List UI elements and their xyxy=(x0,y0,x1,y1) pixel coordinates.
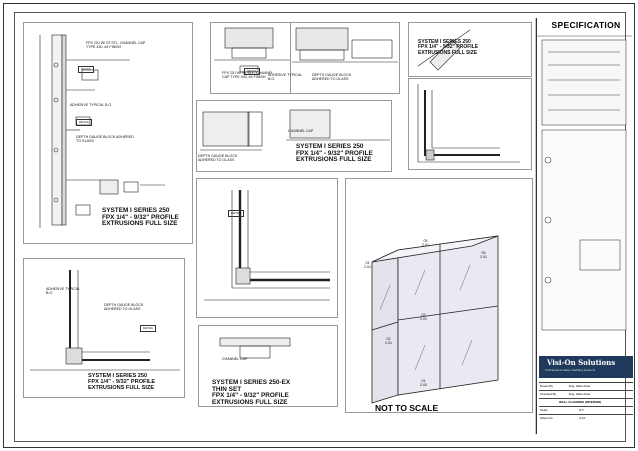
title-row-scale: Scale N.T. xyxy=(539,406,633,414)
note-10: DEPTH GAUGE BLOCK ADHERED TO GLASS xyxy=(104,303,144,311)
note-2: ADHESIVE TYPICAL B.O. xyxy=(70,103,113,107)
detail-tag: DETAIL xyxy=(78,66,95,74)
title-row-sheet-name: WALL CLADDING (INTERIOR) xyxy=(539,398,633,406)
title-block: SPECIFICATION Visi-On Solutions Architec… xyxy=(536,18,634,434)
title-row-drawn: Drawn By Eng. Mark Arias xyxy=(539,382,633,390)
note-9: ADHESIVE TYPICAL B.O. xyxy=(46,287,80,295)
note-8: CHANNEL CAP xyxy=(288,129,314,133)
detail-tag: DETAIL xyxy=(140,325,157,333)
detail-tag: DETAIL xyxy=(76,119,93,127)
note-3: DEPTH GAUGE BLOCK ADHERED TO GLASS xyxy=(76,135,134,143)
title-row-sheet: Sheet No A-10 xyxy=(539,414,633,424)
company-logo: Visi-On Solutions Architectural Glass Cl… xyxy=(539,356,633,378)
note-11: CHANNEL CAP xyxy=(222,357,248,361)
specification-title: SPECIFICATION xyxy=(551,20,621,30)
note-5: ADHESIVE TYPICAL B.O. xyxy=(268,73,302,81)
detail-panel-center-corner xyxy=(196,178,338,318)
detail-panel-bottom-left xyxy=(23,258,185,398)
detail-panel-top-left xyxy=(23,22,193,244)
note-4: FPX 25J W/ ST.STL. CHANNEL CAP TYPE 430,… xyxy=(222,71,273,79)
note-6: DEPTH GAUGE BLOCK ADHERED TO GLASS xyxy=(312,73,352,81)
detail-panel-top-right xyxy=(408,22,532,77)
title-row-checked: Checked By Eng. Mark Arias xyxy=(539,390,633,398)
note-7: DEPTH GAUGE BLOCK ADHERED TO GLASS xyxy=(198,154,238,162)
note-1: FPX 25J W/ ST.STL. CHANNEL CAP TYPE 430,… xyxy=(86,41,146,49)
not-to-scale-label: NOT TO SCALE xyxy=(375,403,439,413)
detail-tag: DETAIL xyxy=(244,68,261,76)
detail-tag: DETAIL xyxy=(228,210,245,218)
